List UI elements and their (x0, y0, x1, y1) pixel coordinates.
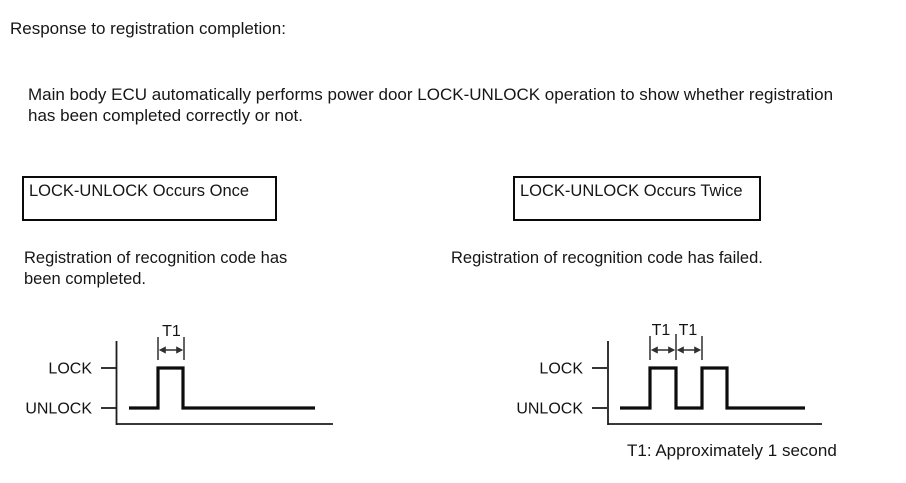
signal-trace-twice (620, 366, 805, 410)
page-title: Response to registration completion: (10, 19, 286, 38)
outcome-box-twice-label: LOCK-UNLOCK Occurs Twice (520, 182, 743, 200)
t1-measurement: T1 T1 (649, 322, 703, 360)
waveform-diagram-once: LOCK UNLOCK T1 (25, 323, 333, 425)
t1-label: T1 (162, 323, 181, 340)
t1-duration-note: T1: Approximately 1 second (627, 441, 837, 460)
t1-measurement: T1 (157, 323, 185, 360)
description-line-2: has been completed correctly or not. (28, 106, 303, 125)
unlock-label: UNLOCK (25, 401, 92, 418)
t1-arrowhead-2-left (676, 346, 684, 354)
unlock-label: UNLOCK (516, 401, 583, 418)
outcome-box-once: LOCK-UNLOCK Occurs Once (22, 176, 277, 221)
lock-label: LOCK (539, 361, 583, 378)
t1-arrowhead-1-right (668, 346, 676, 354)
t1-arrowhead-2-right (694, 346, 702, 354)
t1-arrowhead-1-left (650, 346, 658, 354)
axes (592, 341, 822, 425)
signal-trace-once (129, 366, 315, 410)
result-text-twice: Registration of recognition code has fai… (451, 248, 763, 269)
waveform-diagram-twice: LOCK UNLOCK T1 T1 (516, 322, 822, 425)
axes (101, 341, 333, 425)
description-paragraph: Main body ECU automatically performs pow… (28, 84, 833, 126)
outcome-box-once-label: LOCK-UNLOCK Occurs Once (29, 182, 250, 200)
description-line-1: Main body ECU automatically performs pow… (28, 85, 834, 104)
outcome-box-twice: LOCK-UNLOCK Occurs Twice (513, 176, 761, 221)
t1-arrowhead-right (176, 346, 184, 354)
t1-label-1: T1 (652, 322, 671, 339)
t1-label-2: T1 (679, 322, 698, 339)
t1-arrowhead-left (158, 346, 166, 354)
result-once-line-2: been completed. (24, 270, 147, 288)
result-text-once: Registration of recognition code has bee… (24, 248, 287, 290)
result-twice-line-1: Registration of recognition code has fai… (451, 249, 763, 267)
result-once-line-1: Registration of recognition code has (24, 249, 288, 267)
lock-label: LOCK (48, 361, 92, 378)
